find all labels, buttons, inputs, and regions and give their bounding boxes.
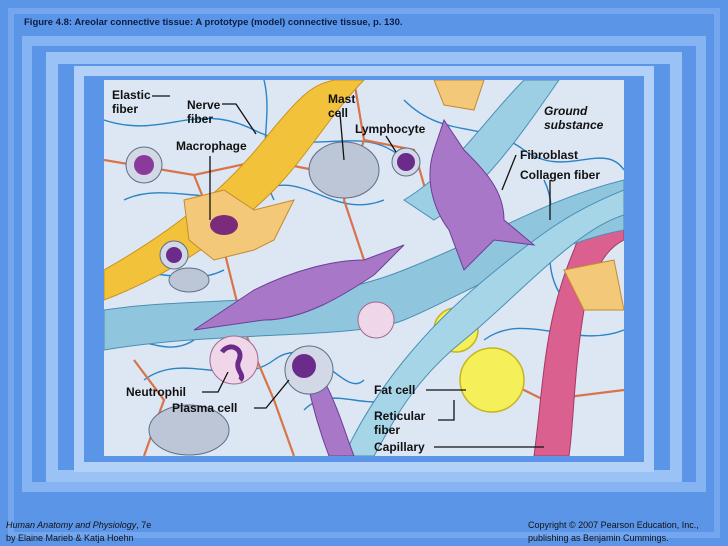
mast-cell-shape: [148, 404, 230, 456]
label-macrophage: Macrophage: [176, 139, 247, 153]
frame-band: [22, 36, 706, 492]
macrophage-shape: [563, 259, 624, 311]
neutrophil-nucleus: [219, 344, 245, 382]
label-fat-cell: Fat cell: [374, 383, 416, 397]
neutrophil-shape: [357, 301, 395, 339]
macrophage-nucleus: [210, 215, 238, 235]
cell-nucleus: [134, 155, 154, 175]
macrophage-shape: [183, 189, 295, 261]
figure-caption: Figure 4.8: Areolar connective tissue: A…: [24, 17, 403, 28]
frame-band: [74, 66, 654, 472]
label-lymphocyte: Lymphocyte: [355, 122, 426, 136]
macrophage-shape: [433, 80, 485, 111]
mast-cell-shape: [308, 141, 380, 199]
label-elastic-fiber: Elastic fiber: [112, 88, 151, 116]
label-capillary: Capillary: [374, 440, 425, 454]
capillary-shape: [533, 199, 624, 456]
label-nerve-fiber: Nerve fiber: [187, 98, 221, 126]
frame-band: [46, 52, 682, 482]
book-title: Human Anatomy and Physiology: [6, 520, 137, 530]
copyright-line: Copyright © 2007 Pearson Education, Inc.…: [528, 520, 699, 530]
lymphocyte-nucleus: [397, 153, 415, 171]
fat-cell-shape: [459, 347, 525, 413]
label-ground-substance: Ground substance: [544, 104, 604, 132]
areolar-tissue-illustration: Elastic fiber Nerve fiber Macrophage Mas…: [104, 80, 624, 456]
footer-copyright: Copyright © 2007 Pearson Education, Inc.…: [528, 519, 699, 545]
book-authors: by Elaine Marieb & Katja Hoehn: [6, 533, 134, 543]
publisher-line: publishing as Benjamin Cummings.: [528, 533, 669, 543]
footer-book-credit: Human Anatomy and Physiology, 7e by Elai…: [6, 519, 151, 545]
book-edition: , 7e: [136, 520, 152, 530]
fibroblast-shapes: [193, 118, 536, 456]
plasma-cell-nucleus: [292, 354, 316, 378]
label-neutrophil: Neutrophil: [126, 385, 186, 399]
label-fibroblast: Fibroblast: [520, 148, 579, 162]
tissue-drawing: [104, 80, 624, 456]
frame-band: [8, 8, 720, 538]
mast-cell-shape: [168, 267, 210, 293]
label-reticular-fiber: Reticular fiber: [374, 409, 426, 437]
lymphocyte-nucleus: [166, 247, 182, 263]
label-collagen-fiber: Collagen fiber: [520, 168, 601, 182]
neutrophil-shape: [209, 335, 259, 385]
label-plasma-cell: Plasma cell: [172, 401, 238, 415]
label-mast-cell: Mast cell: [328, 92, 356, 120]
